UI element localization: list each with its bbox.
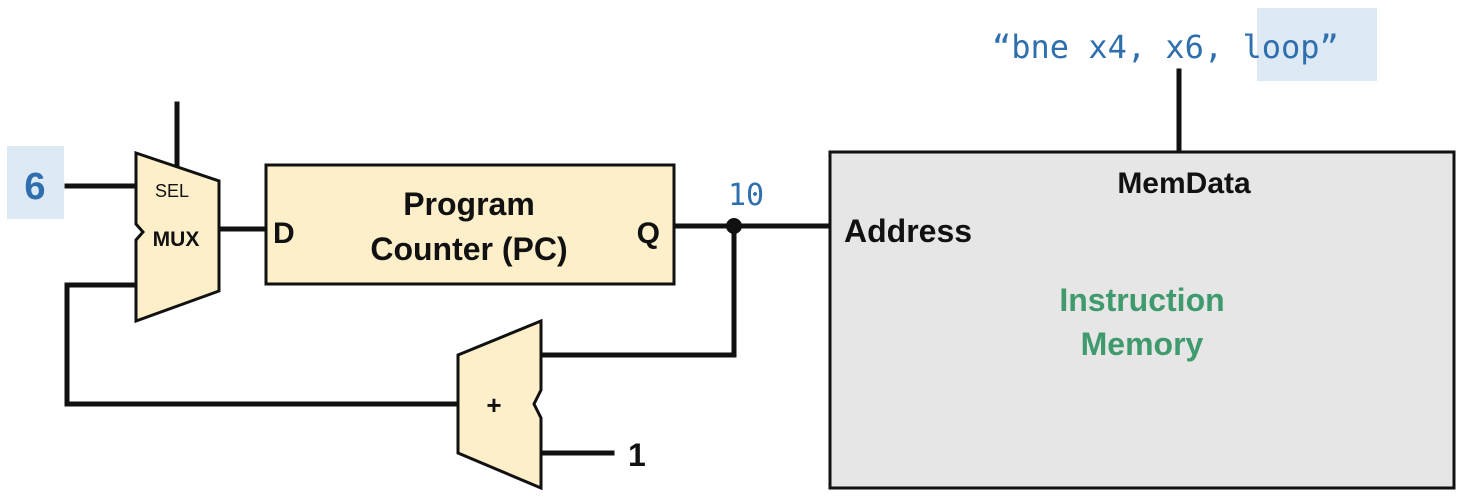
adder-label: + (486, 390, 501, 420)
adder-constant-value: 1 (628, 437, 646, 473)
instruction-text: “bne x4, x6, loop” (992, 28, 1339, 66)
instruction-branch-label: loop (1242, 28, 1319, 66)
pc-label-line1: Program (403, 186, 535, 222)
pc-label-line2: Counter (PC) (370, 231, 567, 267)
memdata-label: MemData (1117, 167, 1251, 200)
pc-output-value: 10 (728, 178, 764, 213)
program-counter-block (264, 163, 676, 286)
instruction-memory-block (828, 150, 1456, 490)
junction-dot (726, 218, 742, 234)
memory-name-line1: Instruction (1059, 282, 1224, 318)
pc-q-label: Q (637, 217, 660, 250)
memory-name-line2: Memory (1081, 326, 1204, 362)
mux-input-highlight (7, 146, 64, 219)
adder-to-mux-wire (64, 282, 461, 407)
adder-block (456, 318, 543, 491)
pc-feedback-wire (538, 223, 737, 358)
instruction-open-quote: “ (992, 28, 1011, 66)
mux-label: MUX (153, 228, 200, 251)
instruction-operands: bne x4, x6, (1011, 28, 1242, 66)
instruction-close-quote: ” (1320, 28, 1339, 66)
mux-block (134, 150, 221, 324)
mux-sel-label: SEL (155, 181, 189, 201)
address-label: Address (844, 213, 972, 249)
pc-d-label: D (273, 217, 295, 250)
mux-input-value: 6 (24, 166, 45, 208)
instruction-label-highlight (1257, 8, 1377, 81)
